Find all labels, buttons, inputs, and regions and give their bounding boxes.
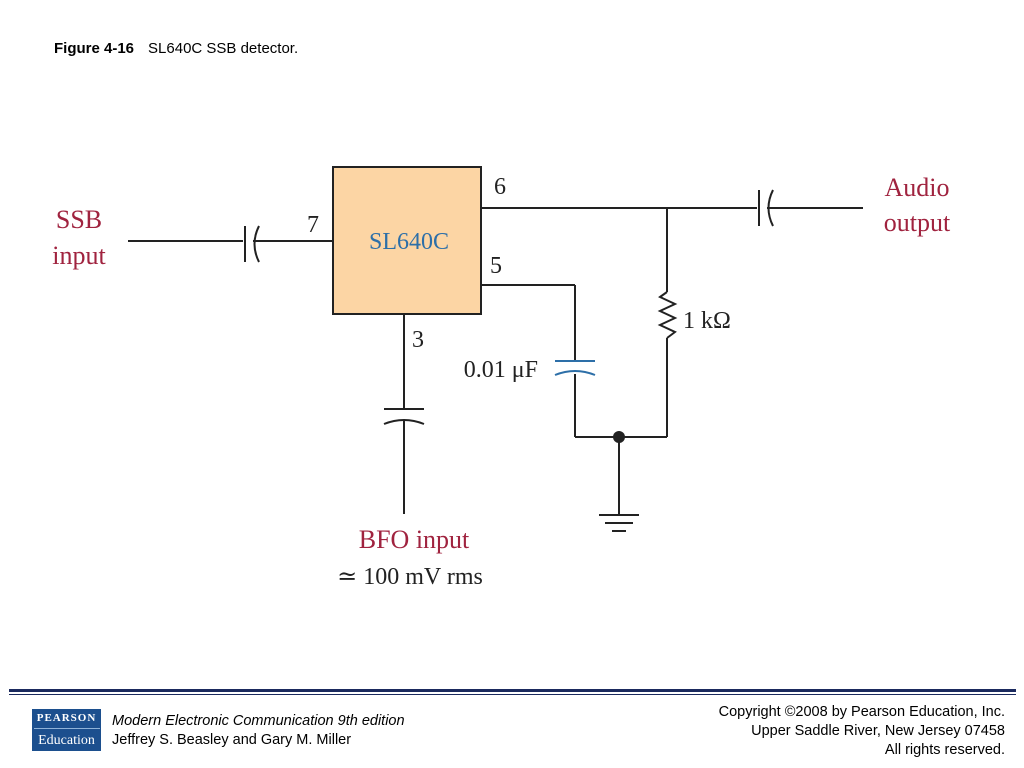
junction-dot (613, 431, 625, 443)
input-cap-plate-2 (253, 225, 260, 263)
pin-6-label: 6 (494, 174, 506, 200)
figure-caption: SL640C SSB detector. (148, 40, 299, 57)
figure-title: Figure 4-16 SL640C SSB detector. (54, 40, 298, 57)
copyright-block: Copyright ©2008 by Pearson Education, In… (719, 703, 1005, 760)
pearson-logo: PEARSON Education (32, 709, 101, 751)
capacitor-value-label: 0.01 μF (464, 357, 538, 383)
ssb-input-label-line1: SSB (56, 205, 102, 234)
copyright-line: Copyright ©2008 by Pearson Education, In… (718, 704, 1005, 720)
logo-text-bottom: Education (38, 732, 95, 748)
bfo-input-label: BFO input (359, 525, 470, 554)
logo-divider (33, 727, 100, 729)
bfo-level-label: ≃ 100 mV rms (337, 564, 483, 590)
ic-label: SL640C (369, 229, 449, 255)
book-info: Modern Electronic Communication 9th edit… (112, 712, 405, 750)
address-line: Upper Saddle River, New Jersey 07458 (751, 723, 1005, 739)
ssb-input-label-line2: input (52, 241, 106, 270)
cap-0.01uF-plate-2 (554, 370, 596, 376)
resistor-1k-zigzag (657, 291, 678, 339)
book-title: Modern Electronic Communication 9th edit… (112, 713, 405, 729)
resistor-value-label: 1 kΩ (683, 308, 731, 334)
footer-rule-thin (9, 694, 1016, 695)
rights-line: All rights reserved. (884, 742, 1005, 758)
pin-3-label: 3 (412, 327, 424, 353)
pin-7-label: 7 (307, 212, 319, 238)
figure-number: Figure 4-16 (54, 40, 135, 57)
logo-text-top: PEARSON (36, 711, 97, 724)
footer-rule (9, 689, 1016, 692)
book-authors: Jeffrey S. Beasley and Gary M. Miller (112, 732, 352, 748)
circuit-schematic: SL640C 7 6 5 3 SSB input Audio output 1 … (52, 166, 951, 590)
ic-sl640c (332, 166, 482, 315)
audio-output-label-line2: output (884, 208, 951, 237)
pin-5-label: 5 (490, 253, 502, 279)
audio-output-label-line1: Audio (885, 173, 950, 202)
